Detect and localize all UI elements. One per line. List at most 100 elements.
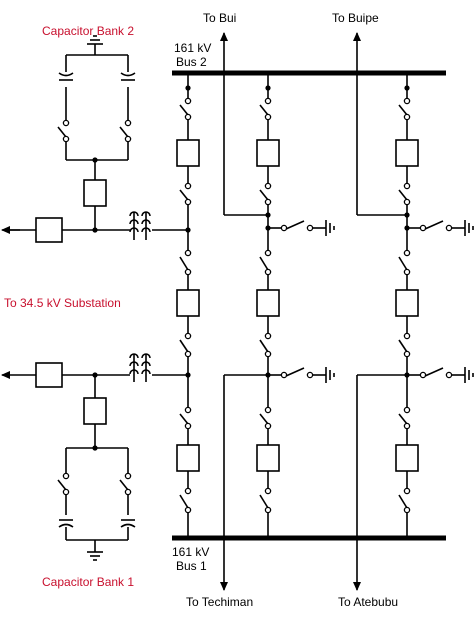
switch-contact <box>264 406 272 414</box>
to-buipe-label: To Buipe <box>332 11 379 25</box>
ground-switch <box>404 220 474 236</box>
transformer <box>129 211 151 240</box>
switch-contact <box>403 506 411 514</box>
switch-contact <box>184 249 192 257</box>
switch-contact <box>184 332 192 340</box>
switch-contact <box>403 332 411 340</box>
ground-switch <box>265 367 335 383</box>
switch-contact <box>264 249 272 257</box>
disconnect-switch <box>398 483 411 516</box>
switch-contact <box>62 119 70 127</box>
switch-contact <box>62 472 70 480</box>
disconnect-switch <box>57 115 70 145</box>
switch-contact <box>124 472 132 480</box>
bay-column <box>176 75 200 536</box>
capacitor-bank-2-group <box>1 35 191 243</box>
tap-dot <box>404 212 410 218</box>
disconnect-switch <box>398 245 411 278</box>
circuit-breaker <box>256 139 280 167</box>
switch-contact <box>184 406 192 414</box>
circuit-breaker <box>256 444 280 472</box>
disconnect-switch <box>259 93 272 123</box>
switch-contact <box>264 350 272 358</box>
switch-contact <box>184 198 192 206</box>
ground-switch <box>404 367 474 383</box>
switch-contact <box>403 97 411 105</box>
ground-symbol <box>87 35 103 45</box>
switch-contact <box>184 182 192 190</box>
node-dot <box>92 227 98 233</box>
node-dot <box>92 445 98 451</box>
switch-contact <box>184 350 192 358</box>
switch-contact <box>403 113 411 121</box>
switch-contact <box>419 224 427 232</box>
circuit-breaker <box>395 139 419 167</box>
capacitor-bank-1-label: Capacitor Bank 1 <box>42 575 134 589</box>
disconnect-switch <box>398 402 411 432</box>
capacitor-bank-2-label: Capacitor Bank 2 <box>42 24 134 38</box>
switch-contact <box>184 113 192 121</box>
switch-contact <box>264 198 272 206</box>
switch-contact <box>403 487 411 495</box>
ground-switch <box>265 220 335 236</box>
capacitor <box>58 519 74 528</box>
to-techiman-label: To Techiman <box>186 595 253 609</box>
to-bui-label: To Bui <box>203 11 236 25</box>
line-ground-switches <box>265 212 474 383</box>
switch-contact <box>264 97 272 105</box>
ground-symbol <box>87 551 103 561</box>
switch-contact <box>280 224 288 232</box>
circuit-breaker <box>176 289 200 317</box>
switch-contact <box>280 371 288 379</box>
switch-contact <box>403 182 411 190</box>
switch-contact <box>124 488 132 496</box>
disconnect-switch <box>179 178 192 208</box>
switch-contact <box>403 268 411 276</box>
node-dot <box>185 372 191 378</box>
disconnect-switch <box>119 468 132 498</box>
switch-contact <box>62 488 70 496</box>
bus-2-name-label: Bus 2 <box>176 55 207 69</box>
switch-contact <box>403 422 411 430</box>
circuit-breaker <box>176 139 200 167</box>
substation-label: To 34.5 kV Substation <box>4 296 121 310</box>
capacitor <box>120 519 136 528</box>
disconnect-switch <box>57 468 70 498</box>
disconnect-switch <box>179 245 192 278</box>
switch-contact <box>124 135 132 143</box>
bay-column <box>256 75 280 536</box>
capacitor <box>120 72 136 81</box>
switch-contact <box>403 249 411 257</box>
switch-contact <box>264 506 272 514</box>
line-to-bui <box>220 32 268 216</box>
circuit-breaker <box>176 444 200 472</box>
switch-contact <box>184 422 192 430</box>
switch-contact <box>445 224 453 232</box>
circuit-breaker <box>395 289 419 317</box>
switch-contact <box>264 487 272 495</box>
switch-contact <box>419 371 427 379</box>
bus-1-name-label: Bus 1 <box>176 559 207 573</box>
disconnect-switch <box>179 483 192 516</box>
disconnect-switch <box>179 328 192 360</box>
switch-contact <box>403 350 411 358</box>
to-atebubu-label: To Atebubu <box>338 595 398 609</box>
circuit-breaker <box>395 444 419 472</box>
line-to-atebubu <box>353 374 407 591</box>
disconnect-switch <box>259 402 272 432</box>
feeder-breaker <box>35 362 63 388</box>
disconnect-switch <box>119 115 132 145</box>
switch-contact <box>445 371 453 379</box>
switch-contact <box>184 268 192 276</box>
disconnect-switch <box>179 93 192 123</box>
switch-contact <box>306 224 314 232</box>
disconnect-switch <box>259 328 272 360</box>
switch-contact <box>264 268 272 276</box>
switch-contact <box>306 371 314 379</box>
disconnect-switch <box>259 178 272 208</box>
bus-1-voltage-label: 161 kV <box>172 545 209 559</box>
switch-contact <box>403 406 411 414</box>
switch-contact <box>264 332 272 340</box>
switch-contact <box>264 182 272 190</box>
switch-contact <box>184 506 192 514</box>
